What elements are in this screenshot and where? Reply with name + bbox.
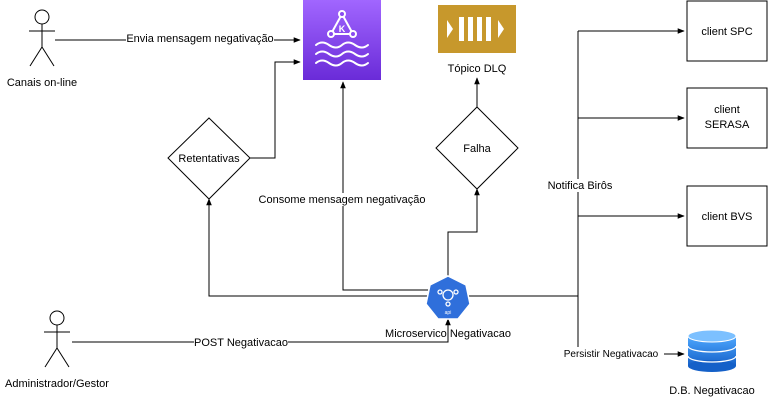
retries-decision: Retentativas <box>167 117 251 200</box>
database-node: D.B. Negativacao <box>669 329 755 397</box>
actor-channels: Canais on-line <box>7 9 77 89</box>
client-bvs-node: client BVS <box>686 185 768 247</box>
actor-admin-label: Administrador/Gestor <box>5 378 109 390</box>
database-label: D.B. Negativacao <box>669 385 755 397</box>
database-icon <box>687 329 737 372</box>
client-spc-label: client SPC <box>701 26 752 38</box>
kafka-icon-letter: K <box>339 24 346 34</box>
edge-label-send: Envia mensagem negativação <box>126 32 274 45</box>
client-spc-node: client SPC <box>686 0 768 62</box>
edge-microservice-to-failure <box>447 188 480 276</box>
send-message-label: Envia mensagem negativação <box>126 33 273 45</box>
microservice-label: Microservico Negativacao <box>385 328 511 340</box>
person-icon <box>29 9 55 67</box>
persist-label: Persistir Negativacao <box>564 349 659 360</box>
consume-message-label: Consome mensagem negativação <box>259 194 426 206</box>
edge-retries-to-kafka <box>250 59 301 159</box>
retries-label: Retentativas <box>178 153 240 165</box>
post-label: POST Negativacao <box>194 337 288 349</box>
edge-microservice-to-retries <box>206 198 428 297</box>
actor-channels-label: Canais on-line <box>7 77 77 89</box>
person-icon <box>44 310 70 368</box>
edge-label-consume: Consome mensagem negativação <box>258 193 426 206</box>
client-bvs-label: client BVS <box>702 211 753 223</box>
failure-decision: Falha <box>435 106 519 190</box>
actor-admin: Administrador/Gestor <box>5 310 109 390</box>
edge-label-persist: Persistir Negativacao <box>558 347 664 360</box>
client-serasa-node: client SERASA <box>686 87 768 149</box>
kafka-node: K <box>303 0 381 80</box>
failure-label: Falha <box>463 143 491 155</box>
edge-label-notify: Notifica Birôs <box>547 179 613 192</box>
edge-consume-message <box>340 81 428 291</box>
api-icon-text: api <box>445 310 452 316</box>
dlq-topic-label: Tópico DLQ <box>448 63 507 75</box>
client-serasa-label-line2: SERASA <box>705 119 750 131</box>
api-icon <box>425 275 471 320</box>
client-serasa-label-line1: client <box>714 104 740 116</box>
edge-label-post: POST Negativacao <box>194 336 288 349</box>
microservice-node: api Microservico Negativacao <box>385 275 511 340</box>
notify-label: Notifica Birôs <box>548 180 613 192</box>
dlq-topic-node: Tópico DLQ <box>438 5 516 75</box>
